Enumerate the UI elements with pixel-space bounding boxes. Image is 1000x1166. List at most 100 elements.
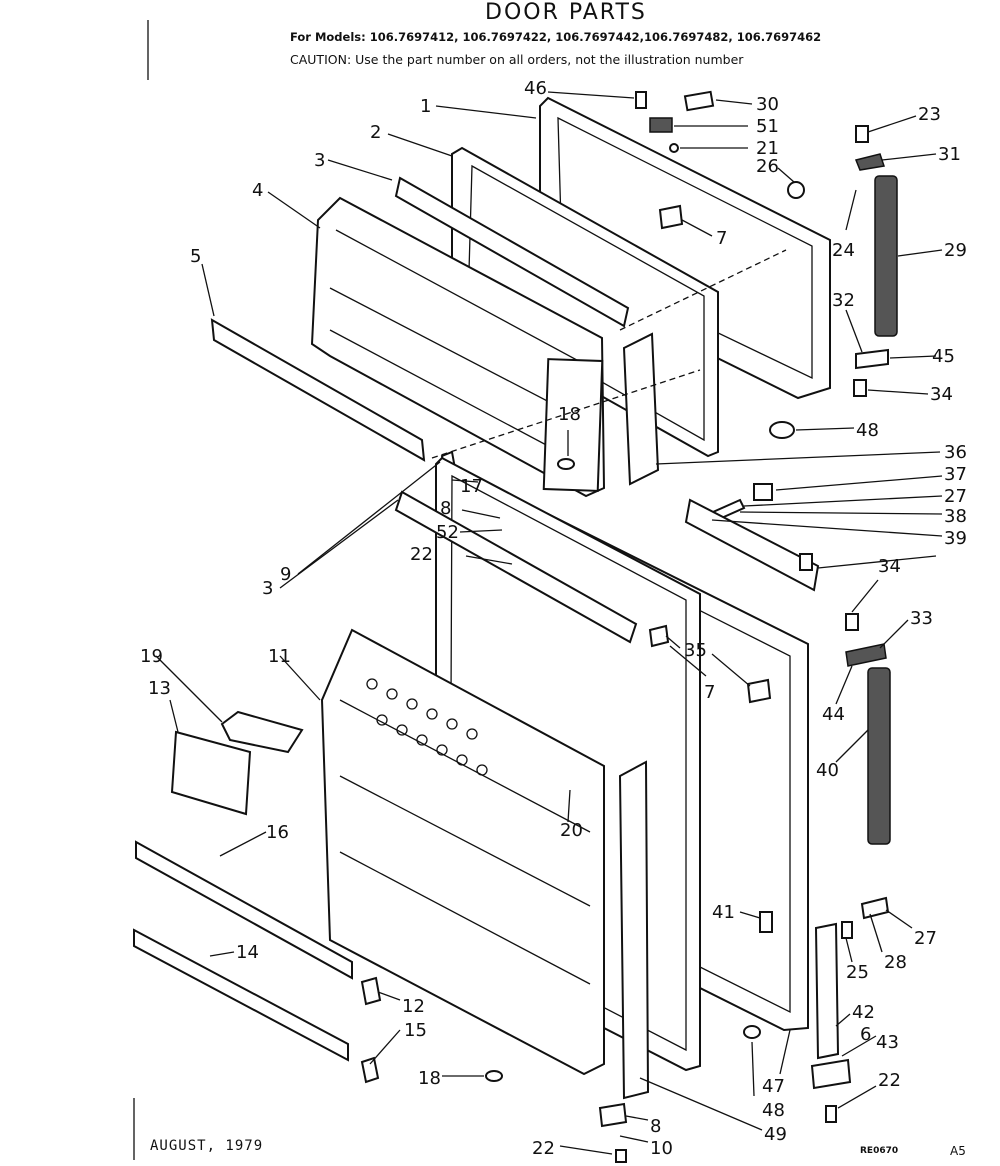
callout-49: 49 (764, 1124, 787, 1145)
callout-5: 5 (190, 246, 201, 267)
freezer-shelf-bar (210, 318, 426, 462)
callout-36: 36 (944, 442, 967, 463)
part-22d (825, 1105, 837, 1123)
liner-shelf-line (339, 851, 591, 985)
callout-20: 20 (560, 820, 583, 841)
callout-3: 3 (262, 578, 273, 599)
dairy-compartment-13 (170, 730, 252, 816)
part-26 (787, 181, 805, 199)
callout-17: 17 (460, 476, 483, 497)
callout-16: 16 (266, 822, 289, 843)
part-23 (855, 125, 869, 143)
callout-13: 13 (148, 678, 171, 699)
callout-22: 22 (410, 544, 433, 565)
part-33 (845, 643, 887, 667)
callout-42: 42 (852, 1002, 875, 1023)
callout-12: 12 (402, 996, 425, 1017)
fresh-food-trim-strip (618, 760, 650, 1100)
callout-48: 48 (762, 1100, 785, 1121)
part-22b (799, 553, 813, 571)
callout-46: 46 (524, 78, 547, 99)
callout-40: 40 (816, 760, 839, 781)
dairy-door-19 (220, 710, 304, 754)
part-22c (615, 1149, 627, 1163)
part-27 (860, 896, 890, 920)
part-7b (648, 624, 670, 648)
page-title: DOOR PARTS (485, 0, 647, 25)
part-34b (845, 613, 859, 631)
callout-24: 24 (832, 240, 855, 261)
liner-shelf-line (329, 329, 583, 465)
page-number: A5 (950, 1144, 966, 1158)
callout-27: 27 (914, 928, 937, 949)
callout-28: 28 (884, 952, 907, 973)
callout-34: 34 (930, 384, 953, 405)
part-30 (683, 90, 715, 112)
callout-41: 41 (712, 902, 735, 923)
callout-44: 44 (822, 704, 845, 725)
part-43-bottom-hinge (810, 1058, 852, 1090)
part-31 (854, 153, 885, 171)
callout-23: 23 (918, 104, 941, 125)
callout-27: 27 (944, 486, 967, 507)
part-18 (557, 458, 575, 470)
caution-note: CAUTION: Use the part number on all orde… (290, 52, 744, 67)
callout-22: 22 (878, 1070, 901, 1091)
callout-29: 29 (944, 240, 967, 261)
callout-37: 37 (944, 464, 967, 485)
liner-shelf-line (339, 775, 591, 907)
callout-8: 8 (650, 1116, 661, 1137)
callout-31: 31 (938, 144, 961, 165)
liner-shelf-line (329, 287, 581, 419)
callout-43: 43 (876, 1032, 899, 1053)
callout-6: 6 (860, 1024, 871, 1045)
shelf-bar-16 (135, 840, 353, 980)
projection-line (619, 249, 787, 331)
part-46 (635, 91, 647, 109)
callout-26: 26 (756, 156, 779, 177)
part-41 (759, 911, 773, 933)
callout-33: 33 (910, 608, 933, 629)
model-list: For Models: 106.7697412, 106.7697422, 10… (290, 30, 822, 44)
callout-7: 7 (704, 682, 715, 703)
part-21 (669, 143, 679, 153)
callout-52: 52 (436, 522, 459, 543)
part-34 (853, 379, 867, 397)
callout-18: 18 (418, 1068, 441, 1089)
callout-39: 39 (944, 528, 967, 549)
callout-38: 38 (944, 506, 967, 527)
callout-35: 35 (684, 640, 707, 661)
callout-8: 8 (440, 498, 451, 519)
projection-line (431, 369, 701, 459)
callout-25: 25 (846, 962, 869, 983)
part-18b (485, 1070, 503, 1082)
part-48 (769, 421, 795, 439)
fresh-food-door-liner (320, 628, 605, 1076)
callout-21: 21 (756, 138, 779, 159)
center-hinge-bracket (684, 498, 820, 592)
liner-side-panel (542, 358, 604, 492)
callout-34: 34 (878, 556, 901, 577)
callout-45: 45 (932, 346, 955, 367)
shelf-bar-14 (133, 928, 349, 1062)
callout-51: 51 (756, 116, 779, 137)
callout-7: 7 (716, 228, 727, 249)
part-40-hinge-cover (867, 667, 891, 845)
callout-11: 11 (268, 646, 291, 667)
egg-tray-holes (366, 678, 488, 776)
part-45 (855, 348, 889, 370)
callout-18: 18 (558, 404, 581, 425)
callout-30: 30 (756, 94, 779, 115)
part-8b (598, 1102, 628, 1128)
callout-32: 32 (832, 290, 855, 311)
breaker-strip-lower (394, 490, 638, 644)
part-51 (649, 117, 673, 133)
part-42-hinge-bar (814, 922, 840, 1060)
part-15 (360, 1056, 380, 1084)
drawing-code: RE0670 (860, 1146, 899, 1156)
callout-9: 9 (280, 564, 291, 585)
callout-22: 22 (532, 1138, 555, 1159)
part-7 (658, 204, 684, 230)
